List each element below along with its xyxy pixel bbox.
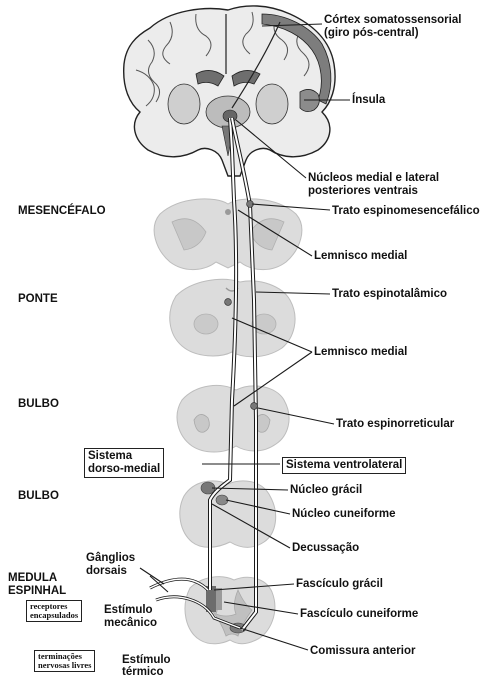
lower-medulla-section [180, 481, 276, 547]
basal-ganglia-right [256, 84, 288, 124]
box-dorsomedial-system: Sistema dorso-medial [84, 448, 164, 478]
label-dorsal-ganglia-1: Gânglios [86, 552, 135, 565]
pathway-node-pons [225, 299, 232, 306]
label-fasciculus-cuneatus: Fascículo cuneiforme [300, 608, 418, 621]
mesencephalon-section [154, 199, 302, 270]
lower-medulla-outline [180, 481, 276, 547]
box-dorsomedial-line1: Sistema [88, 450, 160, 463]
fasciculus-cuneatus-band [216, 588, 222, 610]
level-label-pons: PONTE [18, 293, 58, 306]
brain-coronal-section [124, 6, 335, 176]
label-fasciculus-gracilis: Fascículo grácil [296, 578, 383, 591]
level-label-mesencephalon: MESENCÉFALO [18, 205, 106, 218]
label-mechanical-stimulus-1: Estímulo [104, 604, 153, 617]
label-insula: Ínsula [352, 94, 385, 107]
label-thalamic-nuclei-1: Núcleos medial e lateral [308, 172, 439, 185]
label-mechanical-stimulus-2: mecânico [104, 617, 157, 630]
box-ventrolateral-system: Sistema ventrolateral [282, 457, 406, 474]
pathway-node-medulla [251, 403, 258, 410]
aqueduct [225, 209, 231, 215]
label-anterior-commissure: Comissura anterior [310, 645, 415, 658]
label-cortex-2: (giro pós-central) [324, 27, 419, 40]
label-decussation: Decussação [292, 542, 359, 555]
label-spinoreticular: Trato espinorreticular [336, 418, 454, 431]
box-encapsulated-line2: encapsulados [30, 611, 78, 620]
level-label-spinal-cord-1: MEDULA [8, 572, 57, 585]
box-free-nerve-endings: terminações nervosas livres [34, 650, 95, 672]
label-cuneate-nucleus: Núcleo cuneiforme [292, 508, 396, 521]
label-gracile-nucleus: Núcleo grácil [290, 484, 362, 497]
level-label-spinal-cord-2: ESPINHAL [8, 585, 66, 598]
label-spinomesencephalic: Trato espinomesencefálico [332, 205, 480, 218]
label-medial-lemniscus-1: Lemnisco medial [314, 250, 407, 263]
label-thalamic-nuclei-2: posteriores ventrais [308, 185, 418, 198]
box-encapsulated-receptors: receptores encapsulados [26, 600, 82, 622]
basal-ganglia-left [168, 84, 200, 124]
label-medial-lemniscus-2: Lemnisco medial [314, 346, 407, 359]
level-label-medulla-lower: BULBO [18, 490, 59, 503]
label-dorsal-ganglia-2: dorsais [86, 565, 127, 578]
box-dorsomedial-line2: dorso-medial [88, 463, 160, 476]
ascending-pathways [150, 118, 257, 630]
level-label-medulla-upper: BULBO [18, 398, 59, 411]
label-thermal-stimulus-2: térmico [122, 666, 164, 679]
box-free-endings-line2: nervosas livres [38, 661, 91, 670]
pons-nucleus [194, 314, 218, 334]
label-spinothalamic: Trato espinotalâmico [332, 288, 447, 301]
label-cortex-1: Córtex somatossensorial [324, 14, 461, 27]
